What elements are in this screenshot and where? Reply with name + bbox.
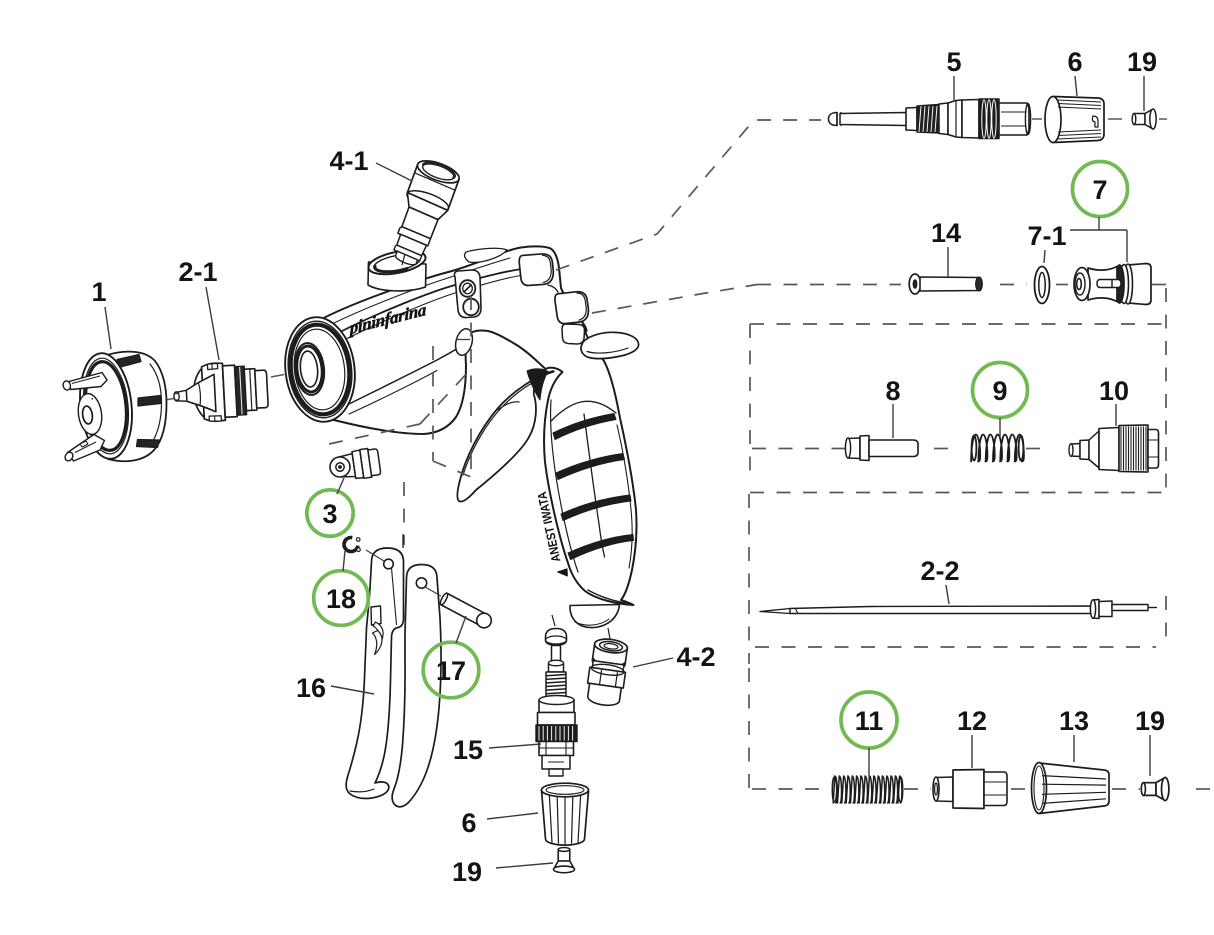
svg-text:13: 13	[1059, 706, 1089, 736]
svg-text:6: 6	[1067, 47, 1082, 77]
svg-text:4-1: 4-1	[329, 146, 368, 176]
svg-text:4-2: 4-2	[676, 642, 715, 672]
svg-text:9: 9	[992, 376, 1007, 406]
svg-text:17: 17	[436, 656, 466, 686]
svg-text:5: 5	[946, 47, 961, 77]
svg-text:2-1: 2-1	[178, 257, 217, 287]
svg-text:19: 19	[1135, 706, 1165, 736]
svg-text:18: 18	[326, 584, 356, 614]
svg-text:8: 8	[885, 376, 900, 406]
svg-text:11: 11	[855, 706, 884, 736]
svg-text:19: 19	[1127, 47, 1157, 77]
svg-text:12: 12	[957, 706, 987, 736]
svg-text:15: 15	[453, 735, 483, 765]
svg-text:16: 16	[296, 673, 326, 703]
svg-text:10: 10	[1099, 376, 1129, 406]
svg-text:2-2: 2-2	[920, 556, 959, 586]
svg-text:7-1: 7-1	[1027, 221, 1066, 251]
svg-text:7: 7	[1092, 175, 1107, 205]
svg-text:1: 1	[91, 277, 106, 307]
svg-text:6: 6	[461, 808, 476, 838]
svg-text:14: 14	[931, 218, 961, 248]
svg-text:3: 3	[322, 499, 337, 529]
svg-text:19: 19	[452, 857, 482, 887]
